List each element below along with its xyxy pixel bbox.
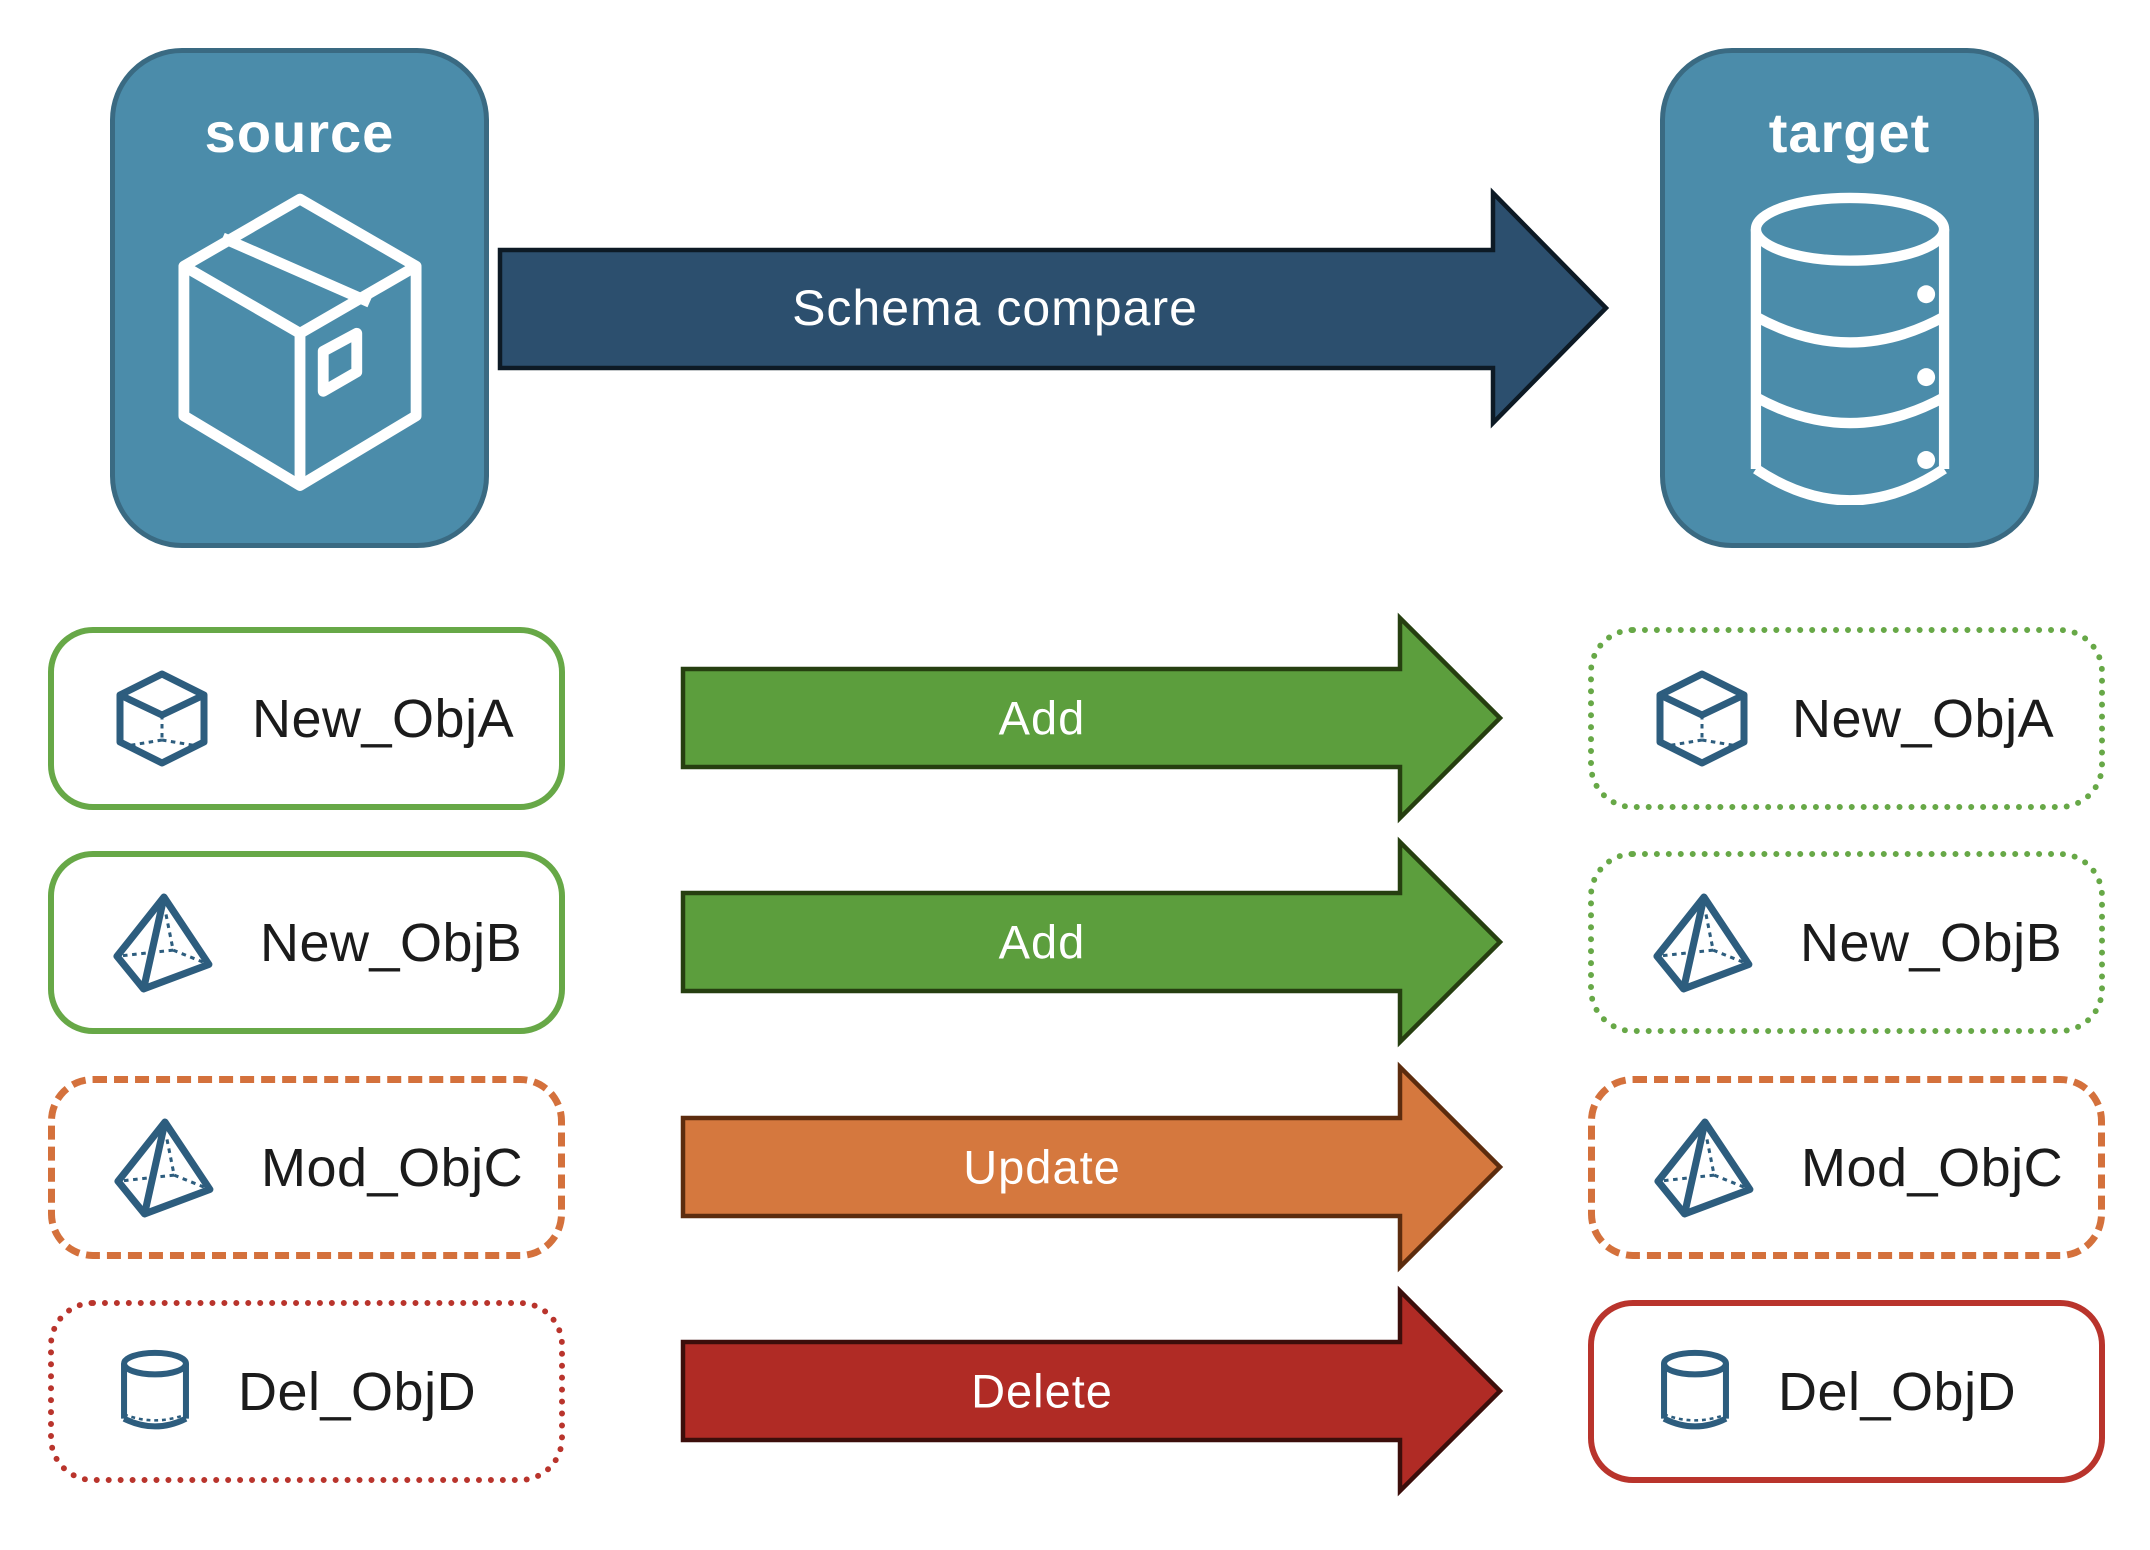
schema-compare-arrow-label: Schema compare [792, 280, 1198, 336]
schema-compare-arrow-shape [497, 187, 1610, 429]
object-label: New_ObjA [252, 688, 515, 749]
add-arrow-objb: Add [680, 836, 1504, 1048]
schema-compare-arrow: Schema compare [497, 187, 1610, 429]
database-icon [1738, 191, 1962, 505]
object-label: Mod_ObjC [261, 1137, 524, 1198]
pyramid-icon [113, 1117, 221, 1219]
cylinder-icon [112, 1343, 198, 1441]
add-arrow-obja: Add [680, 612, 1504, 824]
pyramid-icon [112, 892, 220, 994]
target-object-del-objd: Del_ObjD [1588, 1300, 2105, 1483]
package-box-icon [171, 191, 429, 491]
update-arrow-shape [680, 1061, 1504, 1273]
target-object-mod-objc: Mod_ObjC [1588, 1076, 2105, 1259]
target-object-new-objb: New_ObjB [1588, 851, 2105, 1034]
add-arrow-label: Add [999, 692, 1086, 745]
source-object-new-objb: New_ObjB [48, 851, 565, 1034]
source-node: source [110, 48, 489, 548]
source-object-mod-objc: Mod_ObjC [48, 1076, 565, 1259]
source-object-del-objd: Del_ObjD [48, 1300, 565, 1483]
cube-icon [1652, 668, 1752, 770]
cylinder-icon [1652, 1343, 1738, 1441]
add-arrow-shape [680, 612, 1504, 824]
source-label: source [204, 101, 395, 164]
pyramid-icon [1653, 1117, 1761, 1219]
delete-arrow: Delete [680, 1285, 1504, 1497]
update-arrow: Update [680, 1061, 1504, 1273]
add-arrow-label: Add [999, 916, 1086, 969]
add-arrow-shape [680, 836, 1504, 1048]
source-object-new-obja: New_ObjA [48, 627, 565, 810]
object-label: New_ObjA [1792, 688, 2055, 749]
cube-icon [112, 668, 212, 770]
delete-arrow-shape [680, 1285, 1504, 1497]
target-object-new-obja: New_ObjA [1588, 627, 2105, 810]
object-label: Del_ObjD [238, 1361, 477, 1422]
update-arrow-label: Update [963, 1141, 1121, 1194]
target-node: target [1660, 48, 2039, 548]
object-label: Del_ObjD [1778, 1361, 2017, 1422]
delete-arrow-label: Delete [971, 1365, 1113, 1418]
object-label: Mod_ObjC [1801, 1137, 2064, 1198]
target-label: target [1768, 101, 1931, 164]
object-label: New_ObjB [1800, 912, 2063, 973]
object-label: New_ObjB [260, 912, 523, 973]
pyramid-icon [1652, 892, 1760, 994]
